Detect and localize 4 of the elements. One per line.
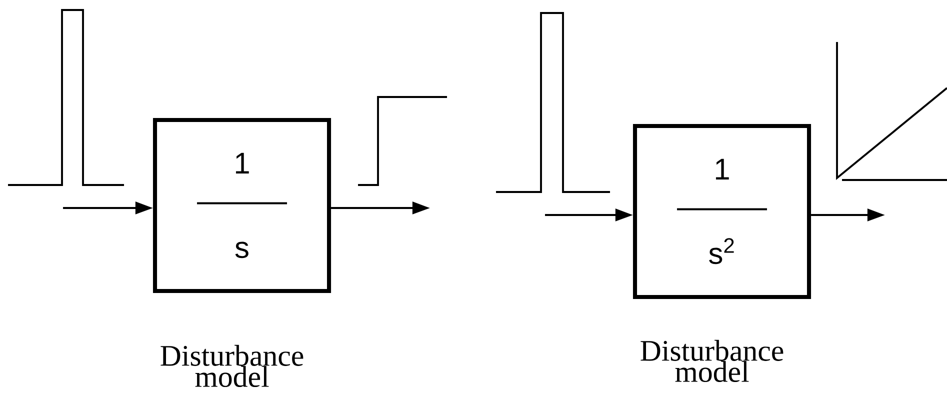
node-label: Disturbance model bbox=[640, 340, 784, 382]
node-label: Disturbance model bbox=[160, 344, 304, 388]
transfer-function-box: 1 s$^{2}$ bbox=[632, 124, 812, 299]
transfer-function-box: 1 s bbox=[152, 118, 332, 293]
